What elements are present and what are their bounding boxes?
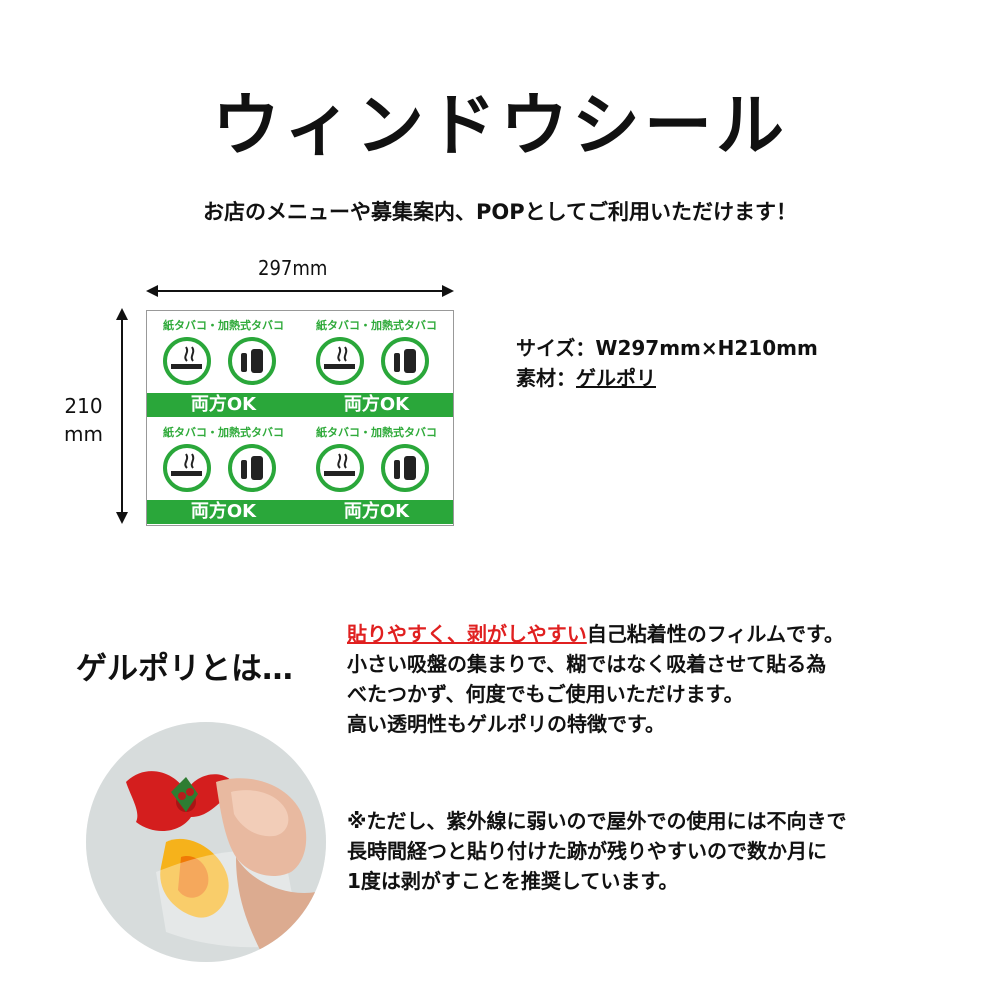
description-line: 小さい吸盤の集まりで、糊ではなく吸着させて貼る為 [347, 652, 827, 676]
cigarette-icon [316, 444, 364, 492]
subtitle: お店のメニューや募集案内、POPとしてご利用いただけます！ [202, 200, 797, 224]
width-label: 297mm [258, 256, 328, 280]
note-line: ※ただし、紫外線に弱いので屋外での使用には不向きで [347, 809, 847, 833]
sticker-footer: 両方OK [147, 393, 300, 417]
cigarette-icon [316, 337, 364, 385]
cigarette-icon [163, 444, 211, 492]
height-value: 210 [64, 394, 103, 418]
sticker-footer: 両方OK [147, 500, 300, 524]
description-line: 高い透明性もゲルポリの特徴です。 [347, 712, 665, 736]
heated-tobacco-icon [381, 337, 429, 385]
size-value: W297mm×H210mm [595, 336, 818, 360]
height-label: 210 mm [64, 392, 103, 448]
size-row: サイズ：W297mm×H210mm [516, 333, 818, 363]
heated-tobacco-icon [228, 337, 276, 385]
peeling-film-photo [86, 722, 326, 962]
heated-tobacco-icon [381, 444, 429, 492]
highlight-text: 貼りやすく、剥がしやすい [347, 622, 587, 646]
height-unit: mm [64, 422, 103, 446]
dimension-arrows [116, 285, 454, 524]
description-line: 貼りやすく、剥がしやすい自己粘着性のフィルムです。 [347, 619, 844, 649]
description-line: べたつかず、何度でもご使用いただけます。 [347, 682, 744, 706]
sticker-cell: 紙タバコ・加熱式タバコ 両方OK [300, 311, 453, 418]
sticker-header: 紙タバコ・加熱式タバコ [163, 426, 284, 439]
sticker-footer: 両方OK [300, 500, 453, 524]
description: 貼りやすく、剥がしやすい自己粘着性のフィルムです。 小さい吸盤の集まりで、糊では… [347, 619, 844, 739]
material-row: 素材：ゲルポリ [516, 363, 818, 393]
description-text: 自己粘着性のフィルムです。 [586, 622, 845, 646]
note-line: 1度は剥がすことを推奨しています。 [347, 869, 679, 893]
page-title: ウィンドウシール [211, 87, 788, 166]
size-label: サイズ： [516, 336, 596, 360]
caution-note: ※ただし、紫外線に弱いので屋外での使用には不向きで 長時間経つと貼り付けた跡が残… [347, 806, 846, 896]
material-label: 素材： [516, 366, 576, 390]
spec-block: サイズ：W297mm×H210mm 素材：ゲルポリ [516, 333, 818, 393]
heated-tobacco-icon [228, 444, 276, 492]
sticker-footer: 両方OK [300, 393, 453, 417]
cigarette-icon [163, 337, 211, 385]
sticker-cell: 紙タバコ・加熱式タバコ 両方OK [147, 418, 300, 525]
sticker-cell: 紙タバコ・加熱式タバコ 両方OK [147, 311, 300, 418]
sticker-header: 紙タバコ・加熱式タバコ [163, 319, 284, 332]
sticker-preview: 紙タバコ・加熱式タバコ 両方OK 紙タバコ・加熱式タバコ 両方OK 紙タバコ・加… [146, 310, 454, 526]
about-heading: ゲルポリとは… [76, 651, 293, 687]
note-line: 長時間経つと貼り付けた跡が残りやすいので数か月に [347, 839, 827, 863]
material-value: ゲルポリ [576, 366, 656, 390]
sticker-header: 紙タバコ・加熱式タバコ [316, 426, 437, 439]
sticker-cell: 紙タバコ・加熱式タバコ 両方OK [300, 418, 453, 525]
sticker-header: 紙タバコ・加熱式タバコ [316, 319, 437, 332]
